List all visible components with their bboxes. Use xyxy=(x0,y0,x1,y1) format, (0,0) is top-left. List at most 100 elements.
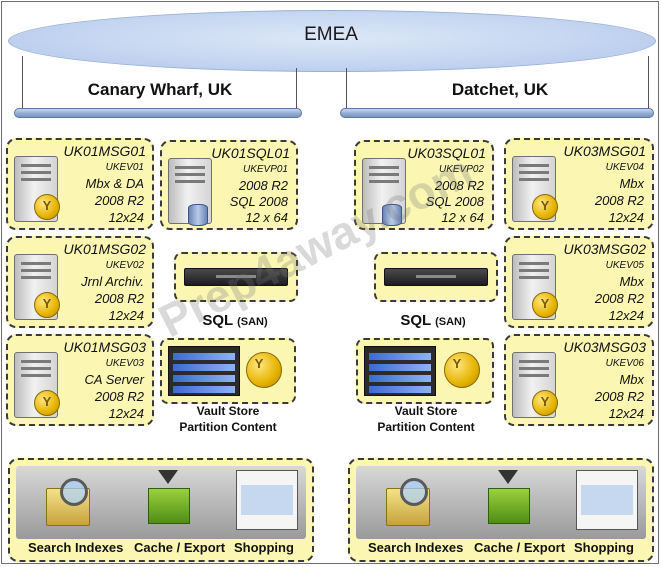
archive-icon xyxy=(34,194,60,220)
archive-icon xyxy=(34,390,60,416)
san-storage-datchet xyxy=(374,252,498,302)
archive-icon xyxy=(532,194,558,220)
vault-store-label: Vault Store Partition Content xyxy=(160,403,296,435)
server-os: 2008 R2 xyxy=(94,291,144,306)
server-name: UK03MSG03 xyxy=(563,339,646,355)
server-name: UK01MSG01 xyxy=(63,143,146,159)
emea-cloud xyxy=(8,10,656,72)
server-name: UK03SQL01 xyxy=(407,145,486,161)
san-text: (SAN) xyxy=(435,316,466,328)
server-os: 2008 R2 xyxy=(594,291,644,306)
server-node-uk03msg02: UK03MSG02 UKEV05 Mbx 2008 R2 12x24 xyxy=(504,236,654,328)
search-indexes-label: Search Indexes xyxy=(28,540,124,555)
server-spec: 12 x 64 xyxy=(441,210,484,225)
cache-cube-icon xyxy=(488,488,530,524)
server-id: UKEV04 xyxy=(605,162,644,173)
network-bus-datchet xyxy=(340,108,654,118)
vault-line-1: Vault Store xyxy=(394,404,458,418)
san-rack-icon xyxy=(384,268,488,286)
server-sql-version: SQL 2008 xyxy=(229,194,288,209)
server-id: UKEV01 xyxy=(105,162,144,173)
server-role: Mbx xyxy=(619,372,644,387)
connector-line xyxy=(346,68,347,110)
server-spec: 12 x 64 xyxy=(245,210,288,225)
shopping-label: Shopping xyxy=(234,540,294,555)
server-os: 2008 R2 xyxy=(94,389,144,404)
cache-export-label: Cache / Export xyxy=(134,540,226,555)
arrow-down-icon xyxy=(498,470,518,484)
server-id: UKEV02 xyxy=(105,260,144,271)
server-role: Mbx xyxy=(619,176,644,191)
server-node-uk01msg02: UK01MSG02 UKEV02 Jrnl Archiv. 2008 R2 12… xyxy=(6,236,154,328)
blade-server-icon xyxy=(364,346,436,396)
server-role: CA Server xyxy=(84,372,144,387)
database-icon xyxy=(188,204,208,226)
sql-san-label: SQL (SAN) xyxy=(358,312,508,329)
server-id: UKEV05 xyxy=(605,260,644,271)
server-name: UK01SQL01 xyxy=(211,145,290,161)
server-os: 2008 R2 xyxy=(238,178,288,193)
archive-icon xyxy=(246,352,282,388)
archive-icon xyxy=(532,390,558,416)
vault-line-2: Partition Content xyxy=(377,420,475,434)
server-node-uk01msg03: UK01MSG03 UKEV03 CA Server 2008 R2 12x24 xyxy=(6,334,154,426)
blade-server-icon xyxy=(168,346,240,396)
magnifier-icon xyxy=(400,478,428,506)
server-spec: 12x24 xyxy=(608,406,644,421)
server-node-uk01msg01: UK01MSG01 UKEV01 Mbx & DA 2008 R2 12x24 xyxy=(6,138,154,230)
archive-icon xyxy=(34,292,60,318)
connector-line xyxy=(22,56,23,110)
server-os: 2008 R2 xyxy=(94,193,144,208)
server-name: UK03MSG02 xyxy=(563,241,646,257)
region-label: EMEA xyxy=(304,24,358,45)
arrow-down-icon xyxy=(158,470,178,484)
shopping-screenshot-icon xyxy=(576,470,638,530)
server-spec: 12x24 xyxy=(108,210,144,225)
shopping-label: Shopping xyxy=(574,540,634,555)
san-rack-icon xyxy=(184,268,288,286)
connector-line xyxy=(296,68,297,110)
server-spec: 12x24 xyxy=(608,308,644,323)
san-storage-canary-wharf xyxy=(174,252,298,302)
server-name: UK03MSG01 xyxy=(563,143,646,159)
archive-icon xyxy=(532,292,558,318)
server-spec: 12x24 xyxy=(108,308,144,323)
cache-export-label: Cache / Export xyxy=(474,540,566,555)
shopping-screenshot-icon xyxy=(236,470,298,530)
server-id: UKEVP02 xyxy=(438,164,484,175)
server-spec: 12x24 xyxy=(108,406,144,421)
server-node-uk03sql01: UK03SQL01 UKEVP02 2008 R2 SQL 2008 12 x … xyxy=(354,140,494,230)
database-icon xyxy=(382,204,402,226)
server-id: UKEV03 xyxy=(105,358,144,369)
server-node-uk01sql01: UK01SQL01 UKEVP01 2008 R2 SQL 2008 12 x … xyxy=(160,140,298,230)
san-text: (SAN) xyxy=(237,316,268,328)
server-id: UKEV06 xyxy=(605,358,644,369)
vault-line-1: Vault Store xyxy=(196,404,260,418)
vault-line-2: Partition Content xyxy=(179,420,277,434)
network-bus-canary-wharf xyxy=(14,108,302,118)
vault-store-label: Vault Store Partition Content xyxy=(358,403,494,435)
search-indexes-label: Search Indexes xyxy=(368,540,464,555)
connector-line xyxy=(648,56,649,110)
sql-text: SQL xyxy=(400,312,431,329)
vault-store-canary-wharf xyxy=(160,338,296,404)
site-title-canary-wharf: Canary Wharf, UK xyxy=(87,80,233,99)
server-sql-version: SQL 2008 xyxy=(425,194,484,209)
sql-san-label: SQL (SAN) xyxy=(160,312,310,329)
server-name: UK01MSG03 xyxy=(63,339,146,355)
server-node-uk03msg01: UK03MSG01 UKEV04 Mbx 2008 R2 12x24 xyxy=(504,138,654,230)
server-os: 2008 R2 xyxy=(594,389,644,404)
server-role: Mbx xyxy=(619,274,644,289)
server-role: Mbx & DA xyxy=(85,176,144,191)
server-os: 2008 R2 xyxy=(434,178,484,193)
storage-strip-datchet: Search Indexes Cache / Export Shopping xyxy=(348,458,654,562)
server-spec: 12x24 xyxy=(608,210,644,225)
magnifier-icon xyxy=(60,478,88,506)
server-role: Jrnl Archiv. xyxy=(81,274,144,289)
cache-cube-icon xyxy=(148,488,190,524)
site-title-datchet: Datchet, UK xyxy=(451,80,549,99)
server-name: UK01MSG02 xyxy=(63,241,146,257)
server-node-uk03msg03: UK03MSG03 UKEV06 Mbx 2008 R2 12x24 xyxy=(504,334,654,426)
server-id: UKEVP01 xyxy=(242,164,288,175)
